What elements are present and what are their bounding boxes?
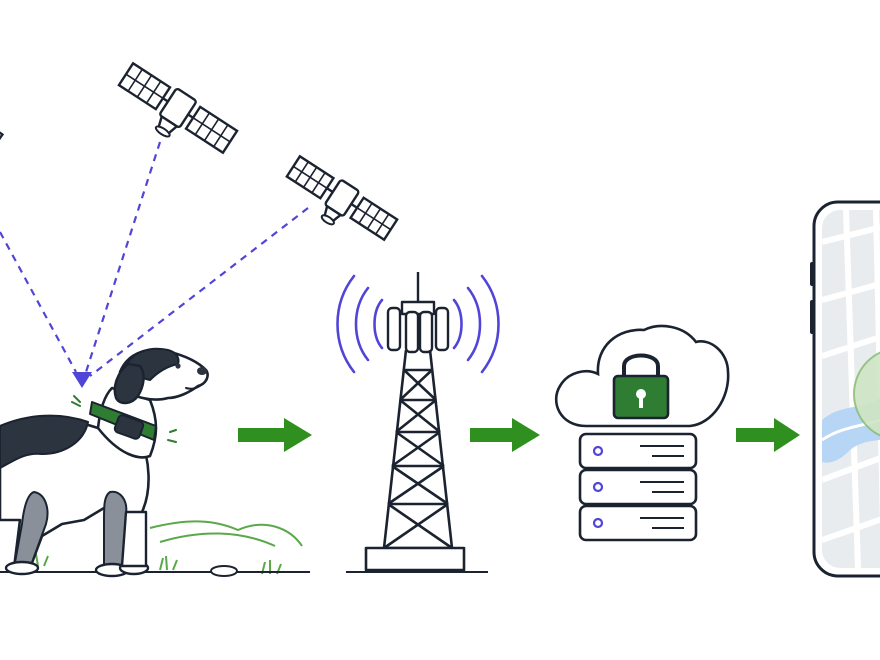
satellite-icon <box>117 61 239 155</box>
grass-hill <box>29 520 303 575</box>
server-stack-icon <box>578 432 698 542</box>
flow-arrow-1 <box>238 418 312 452</box>
satellite-partial-icon <box>0 117 5 153</box>
radio-waves-icon <box>336 274 500 374</box>
lock-icon <box>612 353 670 420</box>
map-screen <box>822 210 880 568</box>
signal-arrowhead-icon <box>72 372 92 388</box>
signal-line-left <box>0 231 77 373</box>
cell-tower-icon <box>336 272 500 572</box>
server-unit-3 <box>578 504 698 542</box>
flow-arrow-2 <box>470 418 540 452</box>
smartphone-map-icon <box>810 200 880 578</box>
stone <box>210 565 238 577</box>
location-geofence <box>853 347 880 441</box>
cloud-lock-server-icon <box>554 324 730 542</box>
server-unit-1 <box>578 432 698 470</box>
gps-tracker-device <box>113 414 145 440</box>
server-unit-2 <box>578 468 698 506</box>
signal-line-right <box>89 207 309 377</box>
flow-arrow-3 <box>736 418 800 452</box>
dog-icon <box>0 347 209 578</box>
satellite-icon <box>285 154 399 242</box>
satellite-signals <box>0 141 309 377</box>
signal-line-middle <box>84 141 162 373</box>
